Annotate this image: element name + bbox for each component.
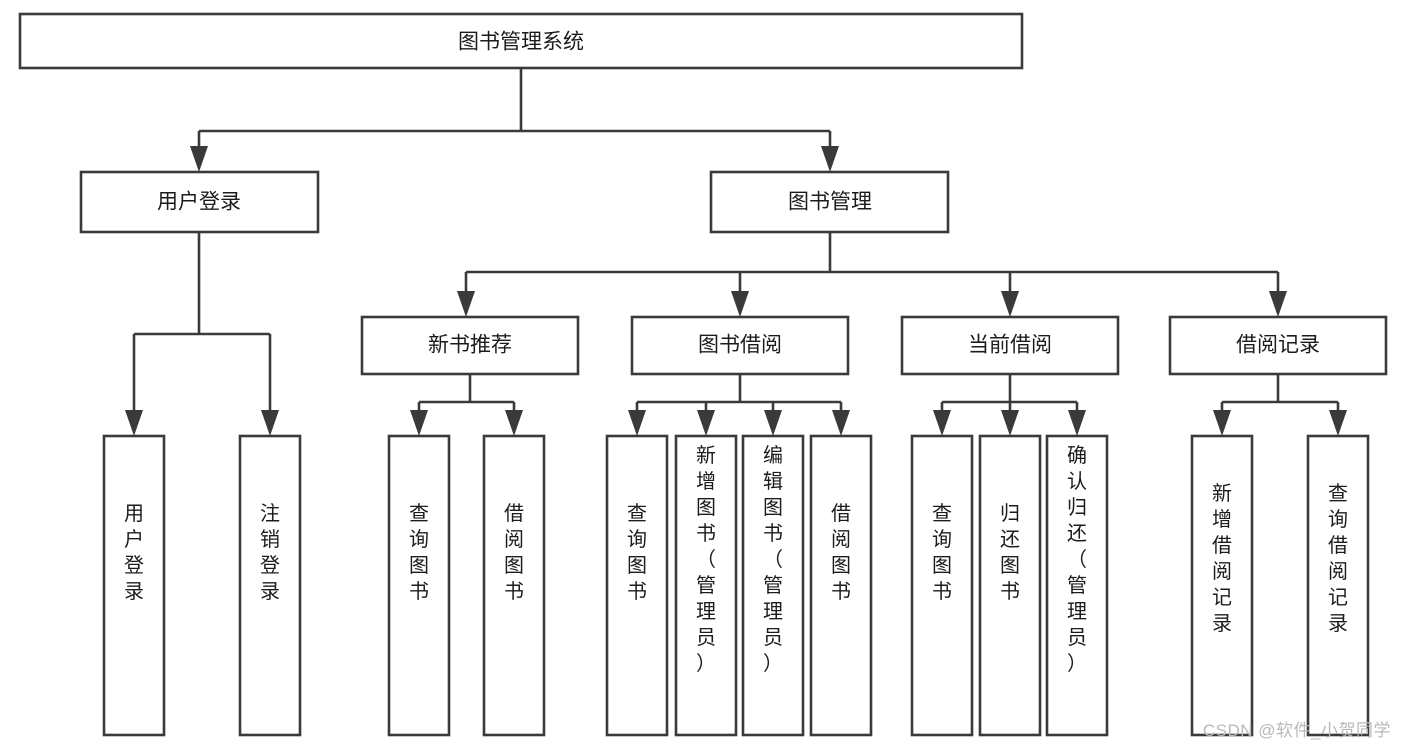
leaf-record-query-record-box[interactable] [1306, 434, 1370, 737]
node-user-login[interactable]: 用户登录 [79, 170, 320, 234]
leaf-borrow-borrow-book-box[interactable] [809, 434, 873, 737]
arrow-head-recommend-leaf-2 [505, 410, 523, 436]
arrow-head-new-book-recommend [457, 291, 475, 317]
node-book-management[interactable]: 图书管理 [709, 170, 950, 234]
node-current-borrow-box[interactable] [900, 315, 1120, 376]
node-new-book-recommend-box[interactable] [360, 315, 580, 376]
node-borrow-record[interactable]: 借阅记录 [1168, 315, 1388, 376]
leaf-borrow-query-book[interactable]: 查询图书 [605, 434, 669, 737]
node-new-book-recommend[interactable]: 新书推荐 [360, 315, 580, 376]
node-book-borrow-box[interactable] [630, 315, 850, 376]
leaf-record-add-record[interactable]: 新增借阅记录 [1190, 434, 1254, 737]
node-user-login-label: 用户登录 [157, 191, 241, 214]
node-book-borrow[interactable]: 图书借阅 [630, 315, 850, 376]
leaf-current-return-book[interactable]: 归还图书 [978, 434, 1042, 737]
leaf-recommend-query-book[interactable]: 查询图书 [387, 434, 451, 737]
arrow-head-borrow-leaf-3 [764, 410, 782, 436]
leaf-record-query-record[interactable]: 查询借阅记录 [1306, 434, 1370, 737]
leaf-record-add-record-box[interactable] [1190, 434, 1254, 737]
leaf-borrow-borrow-book-label: 借阅图书 [831, 502, 851, 603]
leaf-borrow-borrow-book[interactable]: 借阅图书 [809, 434, 873, 737]
leaf-recommend-query-book-box[interactable] [387, 434, 451, 737]
arrow-head-borrow-record [1269, 291, 1287, 317]
leaf-logout[interactable]: 注销登录 [238, 434, 302, 737]
leaf-borrow-edit-book-box[interactable] [741, 434, 805, 737]
leaf-current-return-book-box[interactable] [978, 434, 1042, 737]
arrow-head-leaf-logout [261, 410, 279, 436]
arrow-head-leaf-user-login [125, 410, 143, 436]
leaf-current-confirm-return[interactable]: 确认归还（管理员） [1045, 434, 1109, 737]
leaf-recommend-borrow-book-box[interactable] [482, 434, 546, 737]
node-current-borrow[interactable]: 当前借阅 [900, 315, 1120, 376]
node-book-management-label: 图书管理 [788, 191, 872, 214]
leaf-borrow-query-book-label: 查询图书 [627, 502, 647, 603]
arrow-head-user-login [190, 146, 208, 172]
leaf-borrow-add-book-box[interactable] [674, 434, 738, 737]
leaf-current-confirm-return-label: 确认归还（管理员） [1067, 444, 1087, 675]
node-root-label: 图书管理系统 [458, 31, 584, 54]
node-new-book-recommend-label: 新书推荐 [428, 334, 512, 357]
leaf-borrow-add-book[interactable]: 新增图书（管理员） [674, 434, 738, 737]
node-book-borrow-label: 图书借阅 [698, 334, 782, 357]
leaf-recommend-borrow-book[interactable]: 借阅图书 [482, 434, 546, 737]
leaf-current-confirm-return-box[interactable] [1045, 434, 1109, 737]
arrow-head-current-leaf-1 [933, 410, 951, 436]
arrow-head-borrow-leaf-4 [832, 410, 850, 436]
arrow-head-record-leaf-1 [1213, 410, 1231, 436]
leaf-borrow-add-book-label: 新增图书（管理员） [696, 444, 716, 675]
arrow-head-recommend-leaf-1 [410, 410, 428, 436]
leaf-record-query-record-label: 查询借阅记录 [1328, 482, 1348, 635]
leaf-borrow-edit-book-label: 编辑图书（管理员） [763, 444, 783, 675]
node-book-management-box[interactable] [709, 170, 950, 234]
arrow-head-current-leaf-2 [1001, 410, 1019, 436]
leaf-recommend-query-book-label: 查询图书 [409, 502, 429, 603]
watermark-text: CSDN @软件_小贺同学 [1202, 721, 1391, 740]
leaf-borrow-edit-book[interactable]: 编辑图书（管理员） [741, 434, 805, 737]
leaf-recommend-borrow-book-label: 借阅图书 [504, 502, 524, 603]
arrow-head-borrow-leaf-1 [628, 410, 646, 436]
arrow-head-current-leaf-3 [1068, 410, 1086, 436]
leaf-current-query-book-box[interactable] [910, 434, 974, 737]
leaf-user-login-label: 用户登录 [124, 503, 144, 603]
node-borrow-record-label: 借阅记录 [1236, 334, 1320, 357]
connector-layer [125, 68, 1347, 436]
arrow-head-current-borrow [1001, 291, 1019, 317]
leaf-logout-box[interactable] [238, 434, 302, 737]
arrow-head-record-leaf-2 [1329, 410, 1347, 436]
node-root-box[interactable] [18, 12, 1024, 70]
arrow-head-book-mgmt [821, 146, 839, 172]
leaf-current-return-book-label: 归还图书 [1000, 502, 1020, 603]
node-current-borrow-label: 当前借阅 [968, 334, 1052, 357]
arrow-head-borrow-leaf-2 [697, 410, 715, 436]
node-borrow-record-box[interactable] [1168, 315, 1388, 376]
node-root[interactable]: 图书管理系统 [18, 12, 1024, 70]
leaf-user-login[interactable]: 用户登录 [102, 434, 166, 737]
leaf-logout-label: 注销登录 [260, 502, 280, 603]
leaf-borrow-query-book-box[interactable] [605, 434, 669, 737]
arrow-head-book-borrow [731, 291, 749, 317]
node-user-login-box[interactable] [79, 170, 320, 234]
leaf-current-query-book[interactable]: 查询图书 [910, 434, 974, 737]
leaf-record-add-record-label: 新增借阅记录 [1212, 482, 1232, 635]
leaf-current-query-book-label: 查询图书 [932, 502, 952, 603]
leaf-user-login-box[interactable] [102, 434, 166, 737]
